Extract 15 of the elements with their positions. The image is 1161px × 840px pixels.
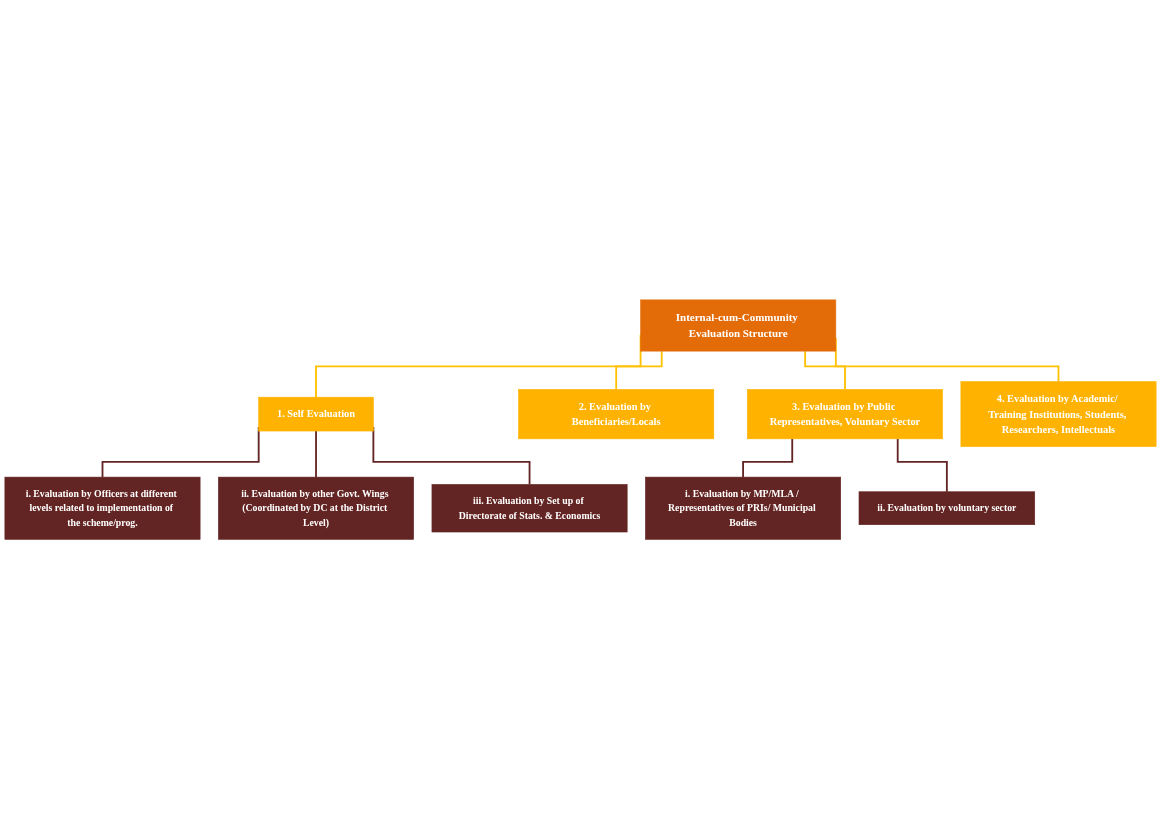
connector bbox=[315, 430, 317, 479]
node-box: i. Evaluation by Officers at different levels related to implementation of the scheme/prog. bbox=[4, 477, 201, 541]
node-box: ii. Evaluation by other Govt. Wings (Coordinated by DC at the District Level) bbox=[218, 477, 414, 541]
connector bbox=[896, 438, 948, 494]
connector bbox=[742, 438, 794, 479]
node-box: i. Evaluation by MP/MLA / Representatives of PRIs/ Municipal Bodies bbox=[645, 477, 841, 541]
node-box: iii. Evaluation by Set up of Directorate of Stats. & Economics bbox=[431, 484, 628, 533]
connector bbox=[615, 350, 663, 391]
node-box: 1. Self Evaluation bbox=[258, 397, 374, 432]
node-box: 4. Evaluation by Academic/ Training Institutions, Students, Researchers, Intellectuals bbox=[960, 381, 1157, 448]
node-box: 2. Evaluation by Beneficiaries/Locals bbox=[518, 389, 715, 440]
connector bbox=[804, 350, 846, 391]
node-box: Internal-cum-Community Evaluation Structure bbox=[640, 299, 837, 352]
node-box: ii. Evaluation by voluntary sector bbox=[858, 491, 1035, 526]
node-box: 3. Evaluation by Public Representatives, Voluntary Sector bbox=[747, 389, 943, 440]
